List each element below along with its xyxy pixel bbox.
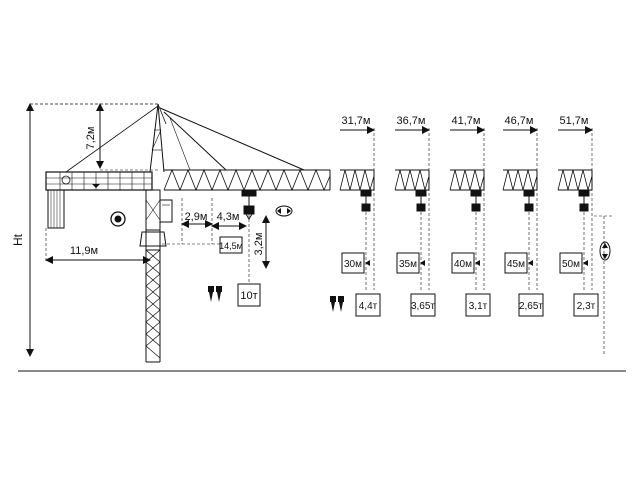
min-radius: 14,5м	[162, 236, 243, 254]
jib-variants: 31,7м 30м 4,4т 36,7м 35м 3,65т 41,7м 40м 3,1т 46,…	[330, 115, 599, 317]
hook-block	[578, 189, 590, 212]
jib-variant-2: 36,7м 35м 3,65т	[394, 115, 436, 317]
jib-tip	[394, 169, 430, 192]
jib-length-box	[559, 252, 583, 274]
jib-tip	[557, 169, 593, 192]
span-label: 31,7м	[342, 115, 371, 127]
trolley-offset-1-label: 2,9м	[185, 211, 208, 223]
trolley-offsets: 2,9м 4,3м	[181, 198, 247, 244]
height-dimension: Ht	[11, 103, 160, 357]
load-box	[573, 293, 599, 317]
jib-length-label: 30м	[344, 259, 362, 270]
load-box	[355, 293, 381, 317]
jib-variant-5: 51,7м 50м 2,3т	[557, 115, 599, 317]
load-label: 3,1т	[469, 301, 488, 312]
slewing-unit	[139, 189, 173, 247]
counterweight	[47, 189, 65, 229]
min-radius-label: 14,5м	[219, 241, 243, 251]
trolley-offset-2-label: 4,3м	[217, 211, 240, 223]
max-load-label: 10т	[240, 290, 257, 302]
jib-variant-4: 46,7м 45м 2,65т	[502, 115, 544, 317]
load-label: 4,4т	[359, 301, 378, 312]
jib-length-box	[451, 252, 475, 274]
tower-mast	[145, 190, 161, 363]
cab-height-dimension: 7,2м	[85, 103, 160, 171]
max-load: 10т	[237, 283, 261, 307]
hook-block-icon	[208, 286, 222, 302]
double-arrow-vertical-icon	[594, 215, 612, 356]
jib-length-box	[504, 252, 528, 274]
span-label: 46,7м	[505, 115, 534, 127]
span-label: 51,7м	[560, 115, 589, 127]
target-icon	[110, 211, 126, 227]
load-label: 2,65т	[519, 301, 543, 312]
span-label: 41,7м	[452, 115, 481, 127]
counter-jib-dimension: 11,9м	[45, 228, 151, 264]
jib-length-label: 40м	[454, 259, 472, 270]
hook-drop-label: 3,2м	[253, 233, 265, 256]
load-box	[518, 293, 544, 317]
hook-block	[523, 189, 535, 212]
tower-head	[65, 103, 305, 173]
jib-tip	[449, 169, 485, 192]
hook-block-icon-2	[330, 296, 344, 312]
hook-drop-dimension: 3,2м	[248, 214, 270, 284]
jib-variant-3: 41,7м 40м 3,1т	[449, 115, 491, 317]
hook-block	[360, 189, 372, 212]
jib-length-label: 35м	[399, 259, 417, 270]
double-arrow-horizontal-icon	[275, 205, 293, 217]
hook-block	[470, 189, 482, 212]
span-label: 36,7м	[397, 115, 426, 127]
hook-block	[415, 189, 427, 212]
main-jib	[163, 168, 331, 192]
jib-length-label: 50м	[562, 259, 580, 270]
counter-jib-label: 11,9м	[70, 245, 98, 257]
operator-cab	[159, 199, 173, 223]
jib-tip	[339, 169, 375, 192]
load-box	[410, 293, 436, 317]
height-label: Ht	[11, 233, 25, 246]
load-box	[465, 293, 491, 317]
jib-length-box	[341, 252, 365, 274]
jib-tip	[502, 169, 538, 192]
jib-length-label: 45м	[507, 259, 525, 270]
jib-length-box	[396, 252, 420, 274]
cab-height-label: 7,2м	[85, 127, 97, 150]
jib-variant-1: 31,7м 30м 4,4т	[339, 115, 381, 317]
counter-jib	[45, 171, 153, 229]
load-label: 2,3т	[577, 301, 596, 312]
load-label: 3,65т	[411, 301, 435, 312]
